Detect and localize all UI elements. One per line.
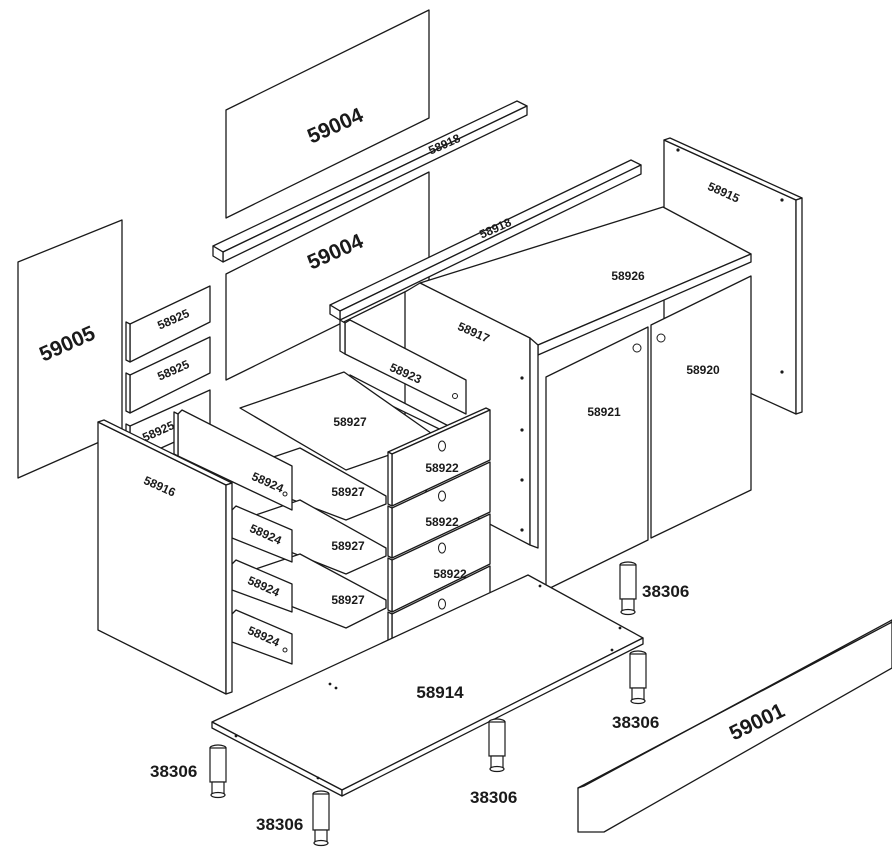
side-panel-left-outer: 59005 <box>17 219 123 479</box>
rail-lower: 58918 <box>329 159 642 321</box>
back-panel-lower: 59004 <box>225 171 430 381</box>
leg-5: 38306 <box>256 790 330 847</box>
drawer-bottom-3: 58927 <box>234 499 387 575</box>
label-door-left: 58921 <box>587 405 621 419</box>
label-leg-5: 38306 <box>256 815 303 834</box>
side-panel-left: 58916 <box>97 419 233 695</box>
label-leg-4: 38306 <box>150 762 197 781</box>
label-base-panel: 58914 <box>416 683 464 702</box>
label-door-right: 58920 <box>686 363 720 377</box>
leg-1: 38306 <box>619 561 689 616</box>
plinth: 59001 <box>577 619 892 833</box>
label-drawer-bottom-1: 58927 <box>333 415 367 429</box>
door-left: 58921 <box>545 326 649 591</box>
back-panel-upper: 59004 <box>225 9 430 219</box>
label-drawer-bottom-3: 58927 <box>331 539 365 553</box>
drawer-rail-2: 58924 <box>231 505 293 563</box>
door-right: 58920 <box>650 275 752 539</box>
top-panel: 58926 <box>419 206 752 356</box>
label-top-panel: 58926 <box>611 269 645 283</box>
label-drawer-bottom-2: 58927 <box>331 485 365 499</box>
drawer-side-2: 58925 <box>125 336 211 414</box>
leg-3: 38306 <box>470 718 517 807</box>
drawer-front-3: 58922 <box>387 513 491 613</box>
label-drawer-front-1: 58922 <box>425 461 459 475</box>
drawer-front-2: 58922 <box>387 461 491 559</box>
drawer-front-1: 58922 <box>387 407 491 507</box>
drawer-rail-4: 58924 <box>231 609 293 665</box>
label-drawer-front-3: 58922 <box>433 567 467 581</box>
drawer-side-1: 58925 <box>125 285 211 363</box>
leg-4: 38306 <box>150 744 227 799</box>
label-leg-3: 38306 <box>470 788 517 807</box>
base-panel: 58914 <box>211 574 644 797</box>
label-drawer-front-2: 58922 <box>425 515 459 529</box>
label-leg-1: 38306 <box>642 582 689 601</box>
label-drawer-bottom-4: 58927 <box>331 593 365 607</box>
label-leg-2: 38306 <box>612 713 659 732</box>
leg-2: 38306 <box>612 650 659 732</box>
